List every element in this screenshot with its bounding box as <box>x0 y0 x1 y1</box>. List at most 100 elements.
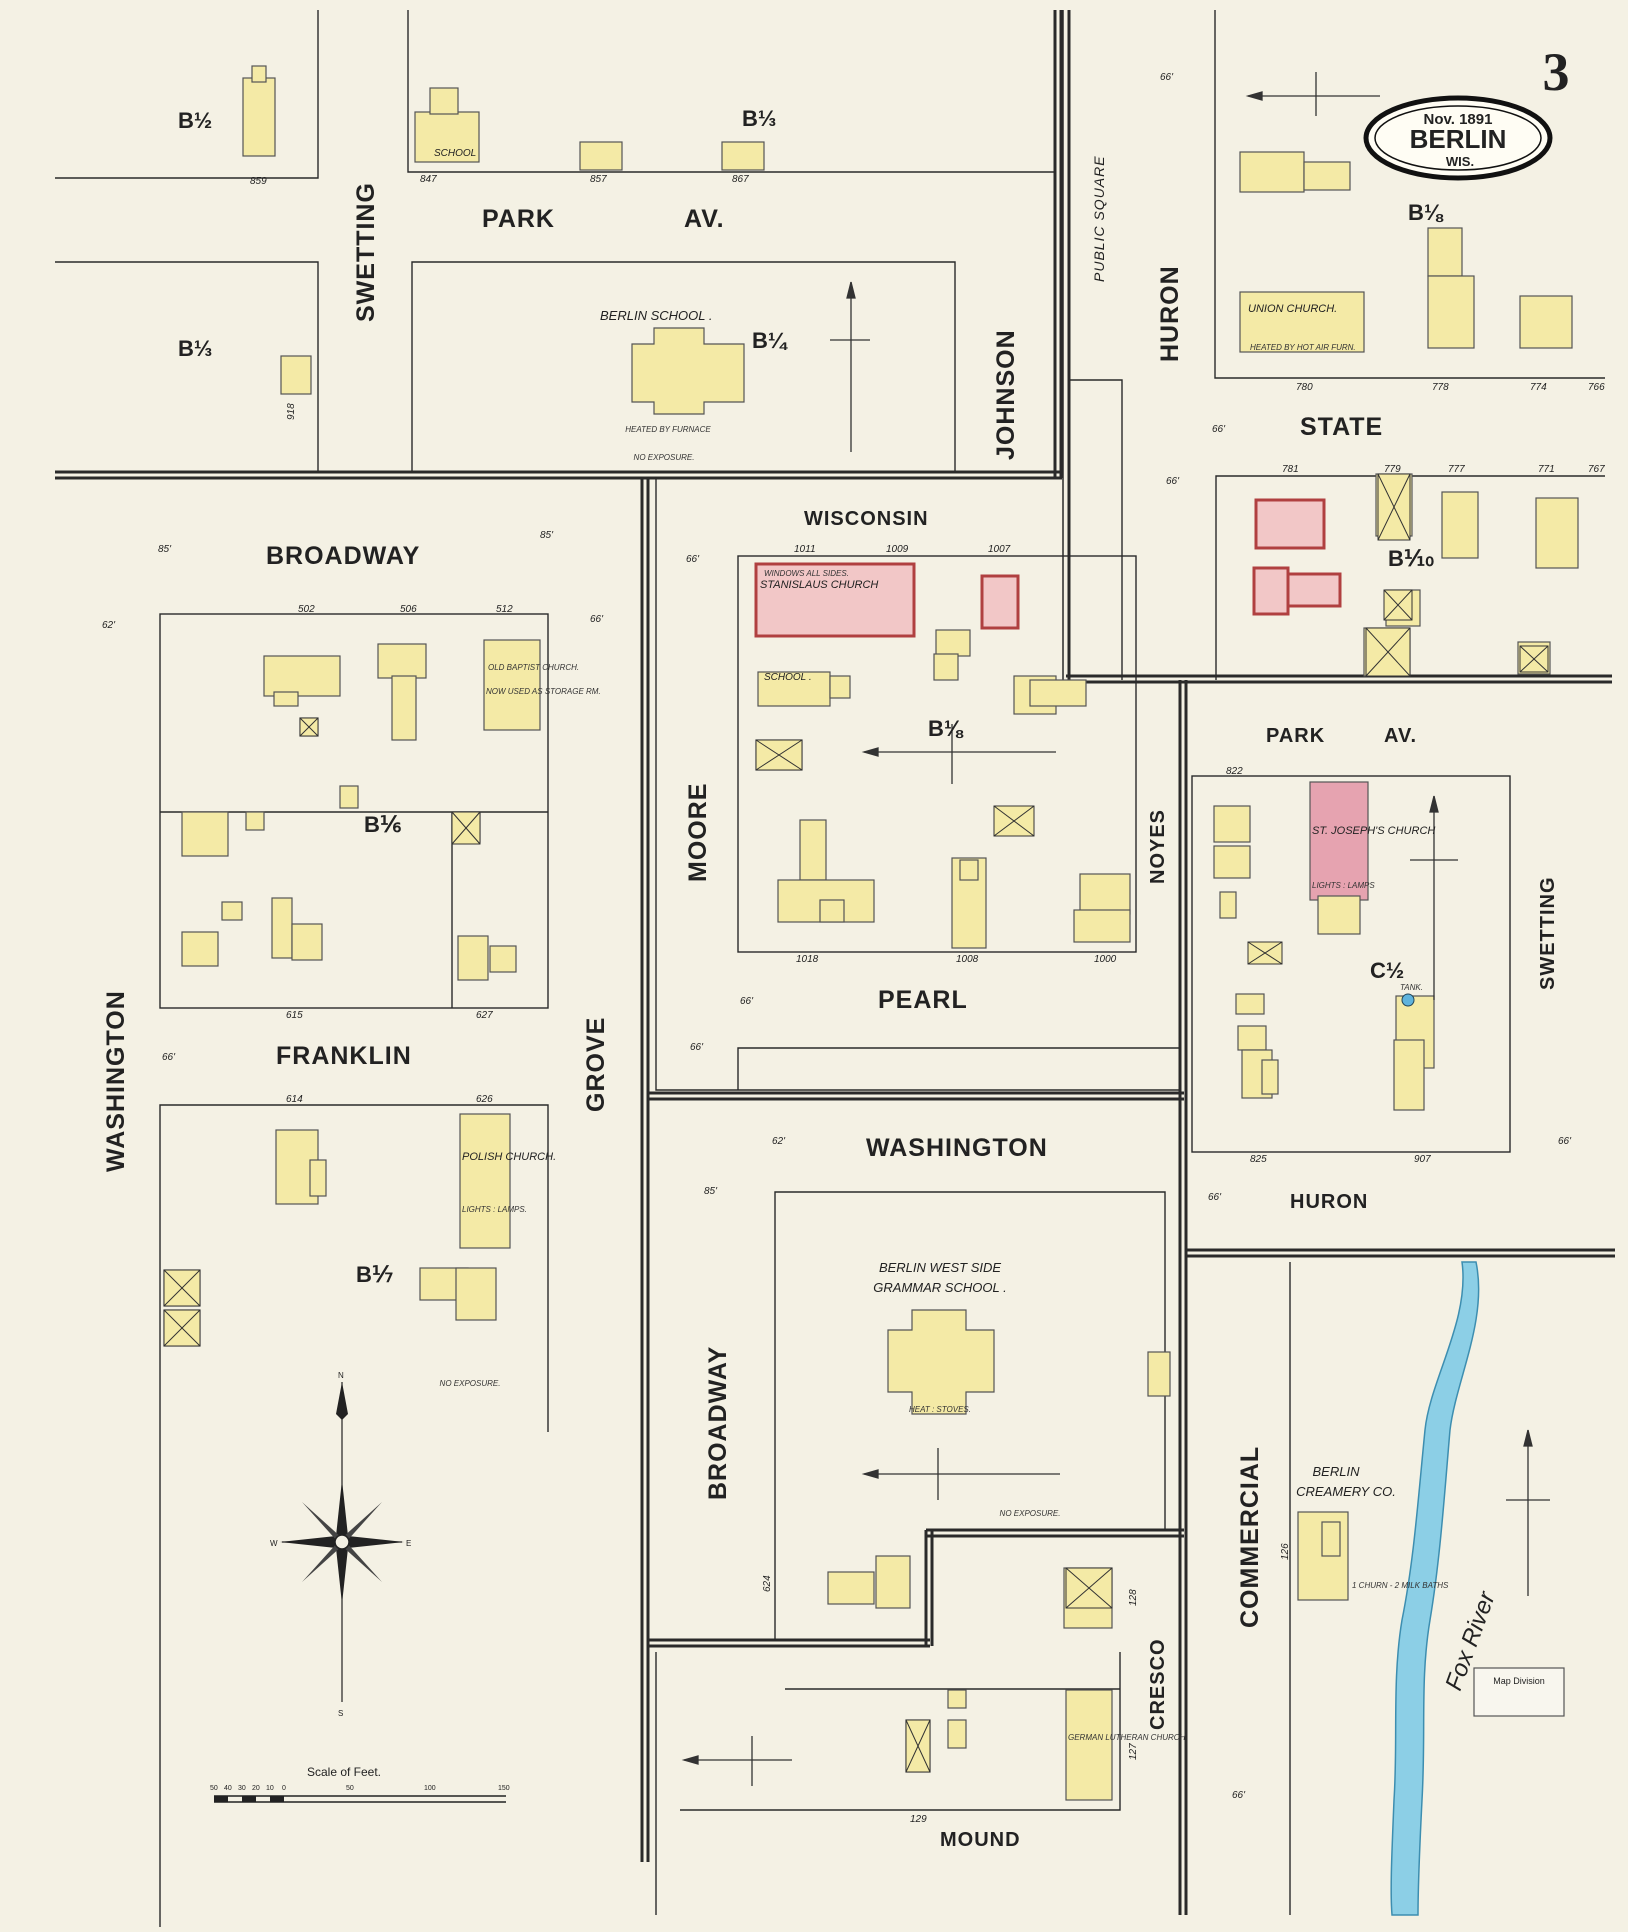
label-german-lutheran: GERMAN LUTHERAN CHURCH <box>1068 1733 1186 1742</box>
lot-w2: 506 <box>400 604 417 615</box>
width-3: 66' <box>1166 476 1180 487</box>
label-no-exposure-1: NO EXPOSURE. <box>634 453 695 462</box>
block-b1-3b: B⅓ <box>178 336 212 361</box>
label-no-exposure-3: NO EXPOSURE. <box>1000 1509 1061 1518</box>
label-heat-stoves: HEAT : STOVES. <box>909 1405 971 1414</box>
label-west-side-school-2: GRAMMAR SCHOOL . <box>873 1280 1006 1295</box>
brick-buildings <box>754 498 1369 935</box>
street-washington-w: WASHINGTON <box>102 990 130 1172</box>
lot-c1: 1011 <box>794 544 816 555</box>
street-broadway-n: BROADWAY <box>266 542 420 570</box>
water-tank <box>1401 993 1415 1007</box>
compass-w: W <box>270 1539 278 1548</box>
block-boundaries <box>55 10 1615 1915</box>
street-park-av-n: PARK <box>482 205 555 233</box>
street-widths: 66' 66' 66' 66' 66' 66' 62' 85' 85' 66' … <box>102 72 1572 1801</box>
lot-e2: 825 <box>1250 1154 1267 1165</box>
width-11: 66' <box>690 1042 704 1053</box>
lot-c6: 1000 <box>1094 954 1117 965</box>
street-park-av-e-suffix: AV. <box>1384 725 1417 747</box>
scale-tick-5: 10 <box>266 1785 274 1792</box>
lot-w4: 615 <box>286 1010 303 1021</box>
shed-markers <box>163 473 1549 1773</box>
street-commercial: COMMERCIAL <box>1236 1446 1264 1628</box>
label-union-church: UNION CHURCH. <box>1248 303 1337 315</box>
scale-tick-6: 0 <box>282 1785 286 1792</box>
lot-w1: 502 <box>298 604 315 615</box>
lot-c2: 1009 <box>886 544 909 555</box>
lot-n1: 859 <box>250 176 267 187</box>
scale-tick-7: 50 <box>346 1785 354 1792</box>
lot-s8: 771 <box>1538 464 1555 475</box>
lot-s9: 767 <box>1588 464 1605 475</box>
label-creamery-2: CREAMERY CO. <box>1296 1484 1396 1499</box>
width-8: 85' <box>158 544 172 555</box>
label-polish-note: LIGHTS : LAMPS. <box>462 1205 527 1214</box>
label-creamery-note: 1 CHURN - 2 MILK BATHS <box>1352 1581 1449 1590</box>
lot-c4: 1018 <box>796 954 819 965</box>
street-swetting-e: SWETTING <box>1537 876 1559 990</box>
label-no-exposure-2: NO EXPOSURE. <box>440 1379 501 1388</box>
map-division-label: Map Division <box>1493 1676 1545 1686</box>
label-creamery-1: BERLIN <box>1313 1464 1361 1479</box>
street-mound: MOUND <box>940 1829 1021 1851</box>
width-6: 66' <box>740 996 754 1007</box>
street-franklin: FRANKLIN <box>276 1042 412 1070</box>
street-public-square: PUBLIC SQUARE <box>1091 155 1107 282</box>
street-grove: GROVE <box>582 1017 610 1112</box>
compass-n: N <box>338 1371 344 1380</box>
cartouche-date: Nov. 1891 <box>1424 111 1493 128</box>
lot-w5: 627 <box>476 1010 493 1021</box>
block-b1-7: B⅐ <box>356 1262 393 1287</box>
width-15: 66' <box>1208 1192 1222 1203</box>
title-cartouche: Nov. 1891 BERLIN WIS. <box>1363 95 1553 181</box>
street-wisconsin: WISCONSIN <box>804 508 929 530</box>
width-7: 62' <box>102 620 116 631</box>
label-stanislaus-church: STANISLAUS CHURCH <box>760 579 878 591</box>
block-b1-3a: B⅓ <box>742 106 776 131</box>
lot-numbers: 859 847 857 867 918 780 778 774 766 781 … <box>250 174 1605 1825</box>
lot-s4: 766 <box>1588 382 1605 393</box>
lot-n2: 847 <box>420 174 437 185</box>
width-5: 66' <box>590 614 604 625</box>
label-berlin-school: BERLIN SCHOOL . <box>600 308 712 323</box>
scale-tick-8: 100 <box>424 1785 436 1792</box>
fox-river <box>1390 1261 1480 1916</box>
block-b1-8a: B⅛ <box>1408 200 1444 225</box>
street-names: SWETTING PARK AV. JOHNSON PUBLIC SQUARE … <box>102 155 1559 1851</box>
street-johnson: JOHNSON <box>992 329 1020 460</box>
width-2: 66' <box>1212 424 1226 435</box>
label-west-side-school-1: BERLIN WEST SIDE <box>879 1260 1001 1275</box>
lot-n3: 857 <box>590 174 607 185</box>
scale-tick-2: 40 <box>224 1785 232 1792</box>
direction-arrows <box>681 72 1550 1786</box>
width-10: 66' <box>162 1052 176 1063</box>
label-heated-furnace: HEATED BY FURNACE <box>625 425 711 434</box>
scale-tick-3: 30 <box>238 1785 246 1792</box>
label-union-church-note: HEATED BY HOT AIR FURN. <box>1250 343 1356 352</box>
lot-s3: 774 <box>1530 382 1547 393</box>
sheet-number: 3 <box>1543 42 1570 102</box>
lot-s1: 780 <box>1296 382 1313 393</box>
street-moore: MOORE <box>684 783 712 882</box>
lot-x3: 127 <box>1128 1743 1139 1760</box>
lot-c5: 1008 <box>956 954 979 965</box>
width-16: 66' <box>1232 1790 1246 1801</box>
lot-s7: 777 <box>1448 464 1465 475</box>
lot-s6: 779 <box>1384 464 1401 475</box>
lot-s2: 778 <box>1432 382 1449 393</box>
lot-e1: 822 <box>1226 766 1243 777</box>
cartouche-town: BERLIN <box>1410 124 1507 154</box>
street-washington-c: WASHINGTON <box>866 1134 1048 1162</box>
lot-w7: 626 <box>476 1094 493 1105</box>
width-13: 85' <box>704 1186 718 1197</box>
street-huron-n: HURON <box>1156 265 1184 362</box>
scale-tick-4: 20 <box>252 1785 260 1792</box>
lot-n5: 918 <box>286 403 297 420</box>
block-b1-10: B⅒ <box>1388 546 1434 571</box>
compass-rose: N S E W <box>270 1371 411 1718</box>
block-b1-4: B¼ <box>752 328 788 353</box>
label-old-baptist: OLD BAPTIST CHURCH. <box>488 663 579 672</box>
block-b1-6: B⅙ <box>364 812 402 837</box>
